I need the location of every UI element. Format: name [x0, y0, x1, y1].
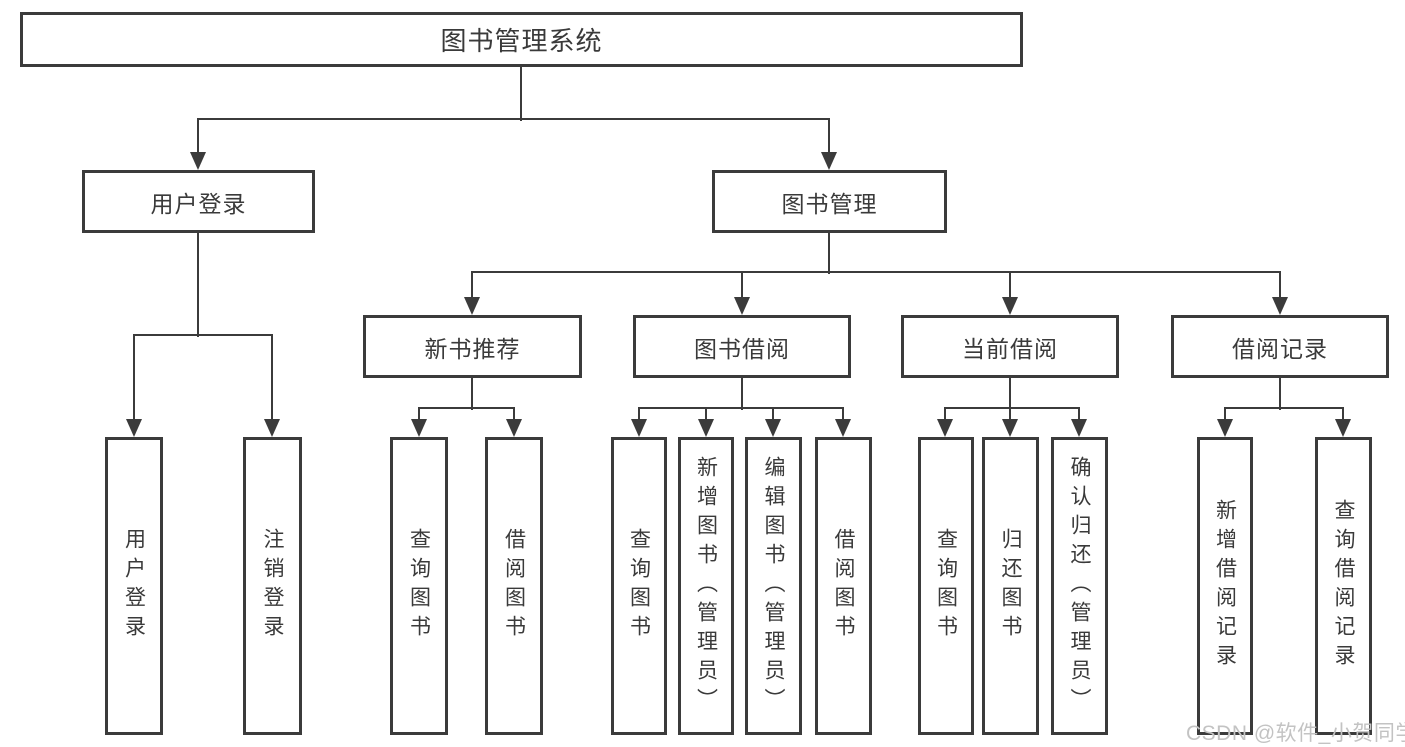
connector-line	[772, 408, 774, 421]
connector-line	[638, 407, 844, 409]
leaf-query-books-current: 查询图书	[918, 437, 974, 735]
leaf-borrow-books: 借阅图书	[815, 437, 872, 735]
node-label: 当前借阅	[962, 335, 1058, 362]
arrowhead-icon	[126, 419, 142, 437]
connector-line	[1279, 378, 1281, 410]
node-book-borrowing: 图书借阅	[633, 315, 851, 378]
node-label: 查询借阅记录	[1332, 499, 1355, 673]
connector-line	[271, 335, 273, 421]
arrowhead-icon	[765, 419, 781, 437]
connector-line	[197, 118, 830, 120]
leaf-return-books: 归还图书	[982, 437, 1039, 735]
arrowhead-icon	[631, 419, 647, 437]
node-label: 图书管理系统	[440, 26, 603, 56]
connector-line	[1224, 407, 1344, 409]
node-label: 借阅图书	[502, 528, 526, 644]
leaf-query-books-recommend: 查询图书	[390, 437, 448, 735]
node-label: 借阅图书	[832, 528, 855, 644]
arrowhead-icon	[264, 419, 280, 437]
node-library-management-system: 图书管理系统	[20, 12, 1023, 67]
arrowhead-icon	[937, 419, 953, 437]
connector-line	[1342, 408, 1344, 421]
connector-line	[133, 335, 135, 421]
node-label: 查询图书	[934, 528, 958, 644]
connector-line	[741, 378, 743, 410]
arrowhead-icon	[1002, 297, 1018, 315]
connector-line	[828, 119, 830, 154]
connector-line	[197, 119, 199, 154]
node-label: 借阅记录	[1232, 335, 1328, 362]
node-new-book-recommendation: 新书推荐	[363, 315, 582, 378]
connector-line	[638, 408, 640, 421]
node-label: 用户登录	[150, 190, 247, 217]
node-label: 查询图书	[407, 528, 431, 644]
connector-line	[944, 407, 1080, 409]
node-current-borrowing: 当前借阅	[901, 315, 1119, 378]
connector-line	[133, 334, 273, 336]
node-label: 编辑图书（管理员）	[762, 455, 785, 717]
connector-line	[1009, 408, 1011, 421]
arrowhead-icon	[506, 419, 522, 437]
leaf-borrow-books-recommend: 借阅图书	[485, 437, 543, 735]
arrowhead-icon	[1002, 419, 1018, 437]
connector-line	[1009, 272, 1011, 299]
node-label: 新增借阅记录	[1213, 499, 1237, 673]
connector-line	[513, 408, 515, 421]
connector-line	[741, 272, 743, 299]
node-user-login: 用户登录	[82, 170, 315, 233]
connector-line	[1224, 408, 1226, 421]
leaf-query-borrow-record: 查询借阅记录	[1315, 437, 1372, 735]
arrowhead-icon	[835, 419, 851, 437]
arrowhead-icon	[464, 297, 480, 315]
connector-line	[418, 408, 420, 421]
node-label: 归还图书	[999, 528, 1022, 644]
node-label: 注销登录	[261, 528, 284, 644]
connector-line	[1279, 272, 1281, 299]
connector-line	[705, 408, 707, 421]
arrowhead-icon	[821, 152, 837, 170]
connector-line	[1078, 408, 1080, 421]
leaf-query-books-borrow: 查询图书	[611, 437, 667, 735]
arrowhead-icon	[734, 297, 750, 315]
connector-line	[842, 408, 844, 421]
arrowhead-icon	[1272, 297, 1288, 315]
arrowhead-icon	[1335, 419, 1351, 437]
leaf-logout: 注销登录	[243, 437, 302, 735]
arrowhead-icon	[411, 419, 427, 437]
arrowhead-icon	[1071, 419, 1087, 437]
csdn-watermark: CSDN @软件_小贺同学	[1186, 722, 1405, 745]
leaf-add-books-admin: 新增图书（管理员）	[678, 437, 734, 735]
connector-line	[828, 233, 830, 274]
leaf-confirm-return-admin: 确认归还（管理员）	[1051, 437, 1108, 735]
node-borrowing-records: 借阅记录	[1171, 315, 1389, 378]
node-book-management: 图书管理	[712, 170, 947, 233]
connector-line	[471, 272, 473, 299]
leaf-add-borrow-record: 新增借阅记录	[1197, 437, 1253, 735]
node-label: 查询图书	[627, 528, 651, 644]
node-label: 用户登录	[122, 528, 146, 644]
connector-line	[471, 378, 473, 410]
connector-line	[471, 271, 1281, 273]
leaf-edit-books-admin: 编辑图书（管理员）	[745, 437, 802, 735]
node-label: 确认归还（管理员）	[1068, 455, 1091, 717]
node-label: 图书借阅	[694, 335, 790, 362]
connector-line	[418, 407, 515, 409]
connector-line	[1009, 378, 1011, 410]
leaf-user-login: 用户登录	[105, 437, 163, 735]
node-label: 图书管理	[781, 190, 878, 217]
connector-line	[520, 67, 522, 121]
node-label: 新增图书（管理员）	[694, 455, 718, 717]
arrowhead-icon	[698, 419, 714, 437]
arrowhead-icon	[190, 152, 206, 170]
node-label: 新书推荐	[424, 335, 521, 362]
connector-line	[944, 408, 946, 421]
connector-line	[197, 233, 199, 337]
arrowhead-icon	[1217, 419, 1233, 437]
